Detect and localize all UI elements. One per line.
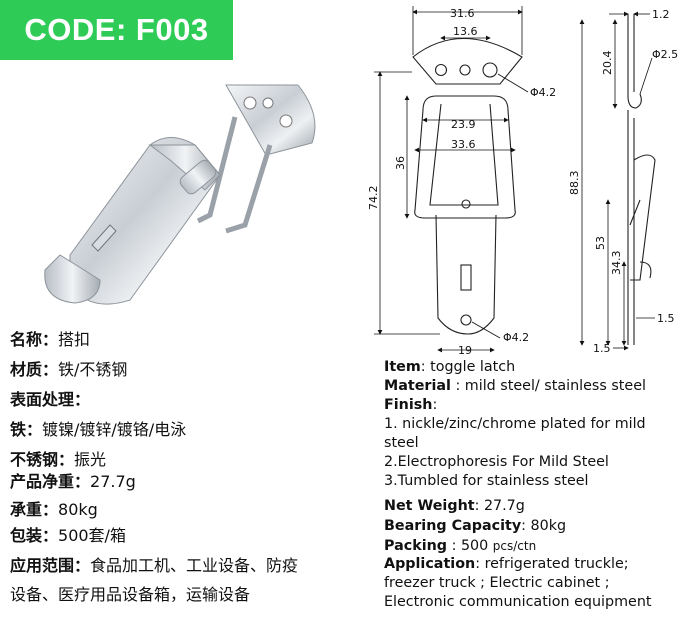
cn-load-row: 承重：80kg — [10, 500, 98, 520]
cn-finish-row: 表面处理： — [10, 390, 90, 410]
en-packing-value: : 500 — [447, 538, 493, 554]
cn-iron-value: 镀镍/镀锌/镀铬/电泳 — [42, 420, 187, 439]
dim-plate-thickness: 1.2 — [652, 8, 670, 21]
cn-ss-label: 不锈钢： — [10, 450, 75, 469]
en-finish-3: 3.Tumbled for stainless steel — [384, 473, 589, 489]
en-finish-1: 1. nickle/zinc/chrome plated for mild — [384, 416, 646, 432]
dim-top-width: 31.6 — [450, 7, 475, 20]
en-finish-1b: steel — [384, 435, 419, 451]
dim-thickness-right: 1.5 — [657, 312, 675, 325]
dim-bail-height: 36 — [394, 156, 407, 170]
en-item-value: : toggle latch — [420, 359, 516, 375]
en-app-value: : refrigerated truckle; — [475, 556, 629, 572]
en-material-value: : mild steel/ stainless steel — [450, 378, 646, 394]
en-finish-row: Finish: — [384, 396, 437, 414]
en-weight-value: : 27.7g — [474, 498, 525, 514]
dim-hook-height: 20.4 — [601, 51, 614, 76]
cn-finish-label: 表面处理： — [10, 390, 91, 409]
cn-pack-row: 包装：500套/箱 — [10, 526, 126, 546]
cn-load-label: 承重： — [10, 500, 59, 519]
cn-material-row: 材质：铁/不锈钢 — [10, 360, 127, 380]
dim-outer-width: 33.6 — [451, 138, 476, 151]
en-packing-label: Packing — [384, 538, 448, 554]
cn-name-value: 搭扣 — [58, 330, 91, 349]
dim-thickness-bottom: 1.5 — [593, 342, 611, 355]
en-packing-unit: pcs/ctn — [492, 539, 537, 553]
dim-hole-dia-bottom: Φ4.2 — [503, 331, 529, 344]
cn-ss-row: 不锈钢：振光 — [10, 450, 106, 470]
cn-load-value: 80kg — [58, 500, 98, 519]
cn-app-row: 应用范围：食品加工机、工业设备、防疫 — [10, 556, 298, 576]
dim-inner-width: 23.9 — [451, 118, 476, 131]
en-item-row: Item: toggle latch — [384, 358, 515, 376]
en-app-3: Electronic communication equipment — [384, 594, 652, 610]
dim-side-height: 88.3 — [568, 171, 581, 196]
en-bearing-row: Bearing Capacity: 80kg — [384, 517, 566, 535]
en-weight-label: Net Weight — [384, 498, 475, 514]
en-app-label: Application — [384, 556, 476, 572]
cn-name-label: 名称： — [10, 330, 59, 349]
en-weight-row: Net Weight: 27.7g — [384, 497, 525, 515]
cn-ss-value: 振光 — [74, 450, 107, 469]
cn-weight-value: 27.7g — [90, 472, 136, 491]
cn-iron-label: 铁： — [10, 420, 43, 439]
dim-height-53: 53 — [594, 236, 607, 250]
en-bearing-value: : 80kg — [521, 518, 567, 534]
en-finish-2: 2.Electrophoresis For Mild Steel — [384, 454, 609, 470]
product-code-badge: CODE: F003 — [0, 0, 233, 60]
cn-name-row: 名称：搭扣 — [10, 330, 90, 350]
cn-weight-row: 产品净重：27.7g — [10, 472, 136, 492]
en-packing-row: Packing : 500 pcs/ctn — [384, 537, 536, 555]
dim-bottom-width: 19 — [458, 344, 472, 357]
en-app-row: Application: refrigerated truckle; — [384, 555, 629, 573]
dim-hook-dia: Φ2.5 — [652, 48, 678, 61]
cn-app-label: 应用范围： — [10, 556, 91, 575]
en-material-row: Material : mild steel/ stainless steel — [384, 377, 646, 395]
en-finish-label: Finish — [384, 397, 433, 413]
cn-pack-label: 包装： — [10, 526, 59, 545]
dim-hole-dia-top: Φ4.2 — [530, 86, 556, 99]
cn-app-value: 食品加工机、工业设备、防疫 — [90, 556, 299, 575]
en-app-2: freezer truck ; Electric cabinet ; — [384, 575, 610, 591]
en-item-label: Item — [384, 359, 421, 375]
dim-height-34: 34.3 — [610, 251, 623, 276]
cn-weight-label: 产品净重： — [10, 472, 91, 491]
dim-hole-spacing: 13.6 — [453, 25, 478, 38]
cn-iron-row: 铁：镀镍/镀锌/镀铬/电泳 — [10, 420, 186, 440]
cn-material-label: 材质： — [10, 360, 59, 379]
dim-total-height: 74.2 — [367, 186, 380, 211]
product-photo — [44, 84, 316, 305]
en-material-label: Material — [384, 378, 451, 394]
cn-app-value-2: 设备、医疗用品设备箱，运输设备 — [10, 585, 251, 604]
en-bearing-label: Bearing Capacity — [384, 518, 522, 534]
cn-app-row-2: 设备、医疗用品设备箱，运输设备 — [10, 585, 250, 605]
en-finish-colon: : — [432, 397, 438, 413]
cn-pack-value: 500套/箱 — [58, 526, 126, 545]
cn-material-value: 铁/不锈钢 — [58, 360, 128, 379]
